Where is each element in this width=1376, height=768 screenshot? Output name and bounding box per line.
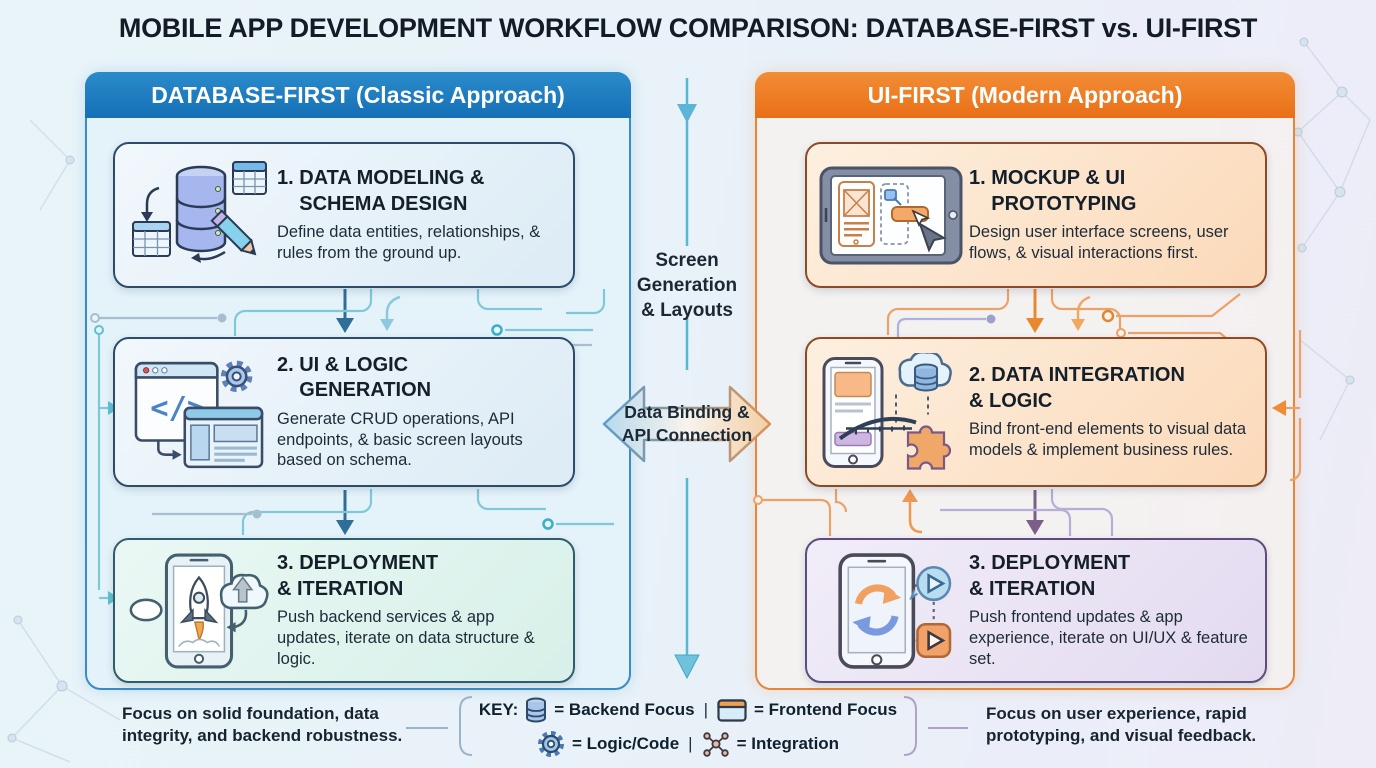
legend-row-2: = Logic/Code | = Integration <box>478 727 898 761</box>
step-title: 2. DATA INTEGRATION & LOGIC <box>969 364 1185 412</box>
legend-row-1: KEY: = Backend Focus | = Frontend Focus <box>478 693 898 727</box>
step-description: Bind front-end elements to visual data m… <box>969 420 1246 460</box>
screen-generation-label: Screen Generation & Layouts <box>636 250 738 322</box>
page-title: MOBILE APP DEVELOPMENT WORKFLOW COMPARIS… <box>118 13 1258 43</box>
legend-text: = Backend Focus <box>554 700 695 719</box>
step-description: Design user interface screens, user flow… <box>969 223 1229 263</box>
legend-separator: | <box>688 734 693 753</box>
step-data-modeling: 1. DATA MODELING & SCHEMA DESIGN Define … <box>113 142 575 288</box>
ui-first-footer: Focus on user experience, rapid prototyp… <box>986 704 1257 746</box>
step-description: Define data entities, relationships, & r… <box>277 223 541 263</box>
step-deployment-iteration-left: 3. DEPLOYMENT & ITERATION Push backend s… <box>113 538 575 683</box>
step-data-integration-logic: 2. DATA INTEGRATION & LOGIC Bind front-e… <box>805 337 1267 487</box>
step-deployment-iteration-right: 3. DEPLOYMENT & ITERATION Push frontend … <box>805 538 1267 683</box>
legend: KEY: = Backend Focus | = Frontend Focus <box>478 693 898 761</box>
step-description: Generate CRUD operations, API endpoints,… <box>277 409 523 470</box>
database-first-footer: Focus on solid foundation, data integrit… <box>122 704 403 746</box>
step-description: Push backend services & app updates, ite… <box>277 608 535 668</box>
step-mockup-prototyping: 1. MOCKUP & UI PROTOTYPING Design user i… <box>805 142 1267 288</box>
step-description: Push frontend updates & app experience, … <box>969 608 1248 668</box>
bidirectional-arrow <box>602 385 772 463</box>
data-integration-illustration <box>815 353 967 471</box>
step-title: 3. DEPLOYMENT & ITERATION <box>969 552 1131 600</box>
data-binding-label: Data Binding & API Connection <box>621 402 753 445</box>
step-ui-logic-generation: </> 2. UI & LOGIC GENERATION Genera <box>113 337 575 487</box>
legend-text: = Integration <box>736 734 840 753</box>
mockup-prototyping-illustration <box>815 159 967 271</box>
step-title: 1. MOCKUP & UI PROTOTYPING <box>969 167 1137 215</box>
iteration-deployment-illustration <box>815 551 967 671</box>
integration-icon <box>702 731 730 758</box>
database-schema-illustration <box>123 156 275 274</box>
step-title: 3. DEPLOYMENT & ITERATION <box>277 552 439 600</box>
code-generation-illustration: </> <box>123 351 275 473</box>
legend-text: = Frontend Focus <box>754 700 898 719</box>
database-icon <box>525 697 547 723</box>
legend-separator: | <box>703 700 708 719</box>
window-icon <box>717 698 747 722</box>
legend-text: = Logic/Code <box>571 734 680 753</box>
ui-first-header: UI-FIRST (Modern Approach) <box>755 72 1295 118</box>
step-title: 2. UI & LOGIC GENERATION <box>277 353 432 402</box>
step-title: 1. DATA MODELING & SCHEMA DESIGN <box>277 167 485 215</box>
rocket-deployment-illustration <box>123 551 275 671</box>
gear-icon <box>537 730 565 758</box>
database-first-header: DATABASE-FIRST (Classic Approach) <box>85 72 631 118</box>
legend-label: KEY: <box>478 700 519 719</box>
